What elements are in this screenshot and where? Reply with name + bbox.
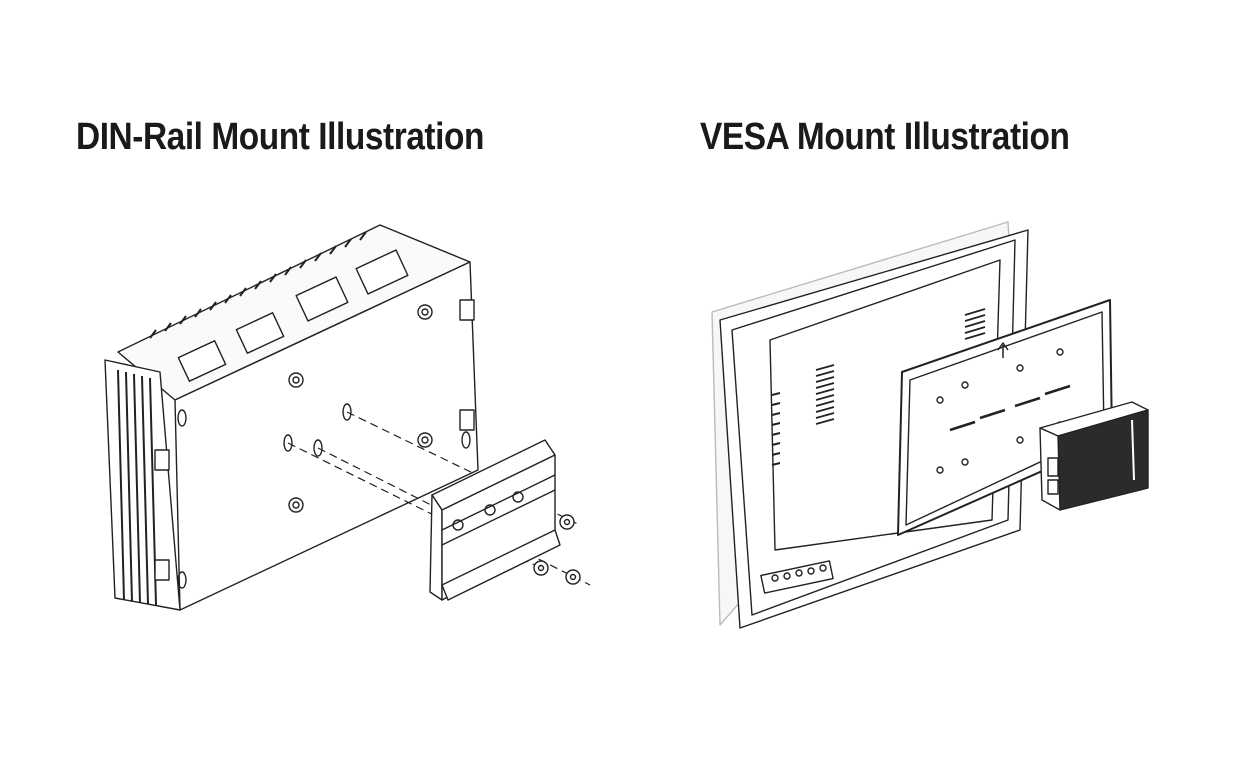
din-rail-mount-icon	[104, 224, 591, 611]
din-rail-panel: DIN-Rail Mount Illustration	[76, 116, 591, 611]
embedded-pc-box	[104, 224, 479, 611]
vesa-panel: VESA Mount Illustration	[620, 0, 1239, 765]
din-rail	[429, 439, 561, 601]
vesa-mount-icon	[711, 221, 1149, 629]
mini-pc	[1039, 401, 1149, 511]
din-rail-title: DIN-Rail Mount Illustration	[76, 116, 484, 158]
vesa-title: VESA Mount Illustration	[700, 116, 1070, 158]
screws	[533, 514, 581, 585]
